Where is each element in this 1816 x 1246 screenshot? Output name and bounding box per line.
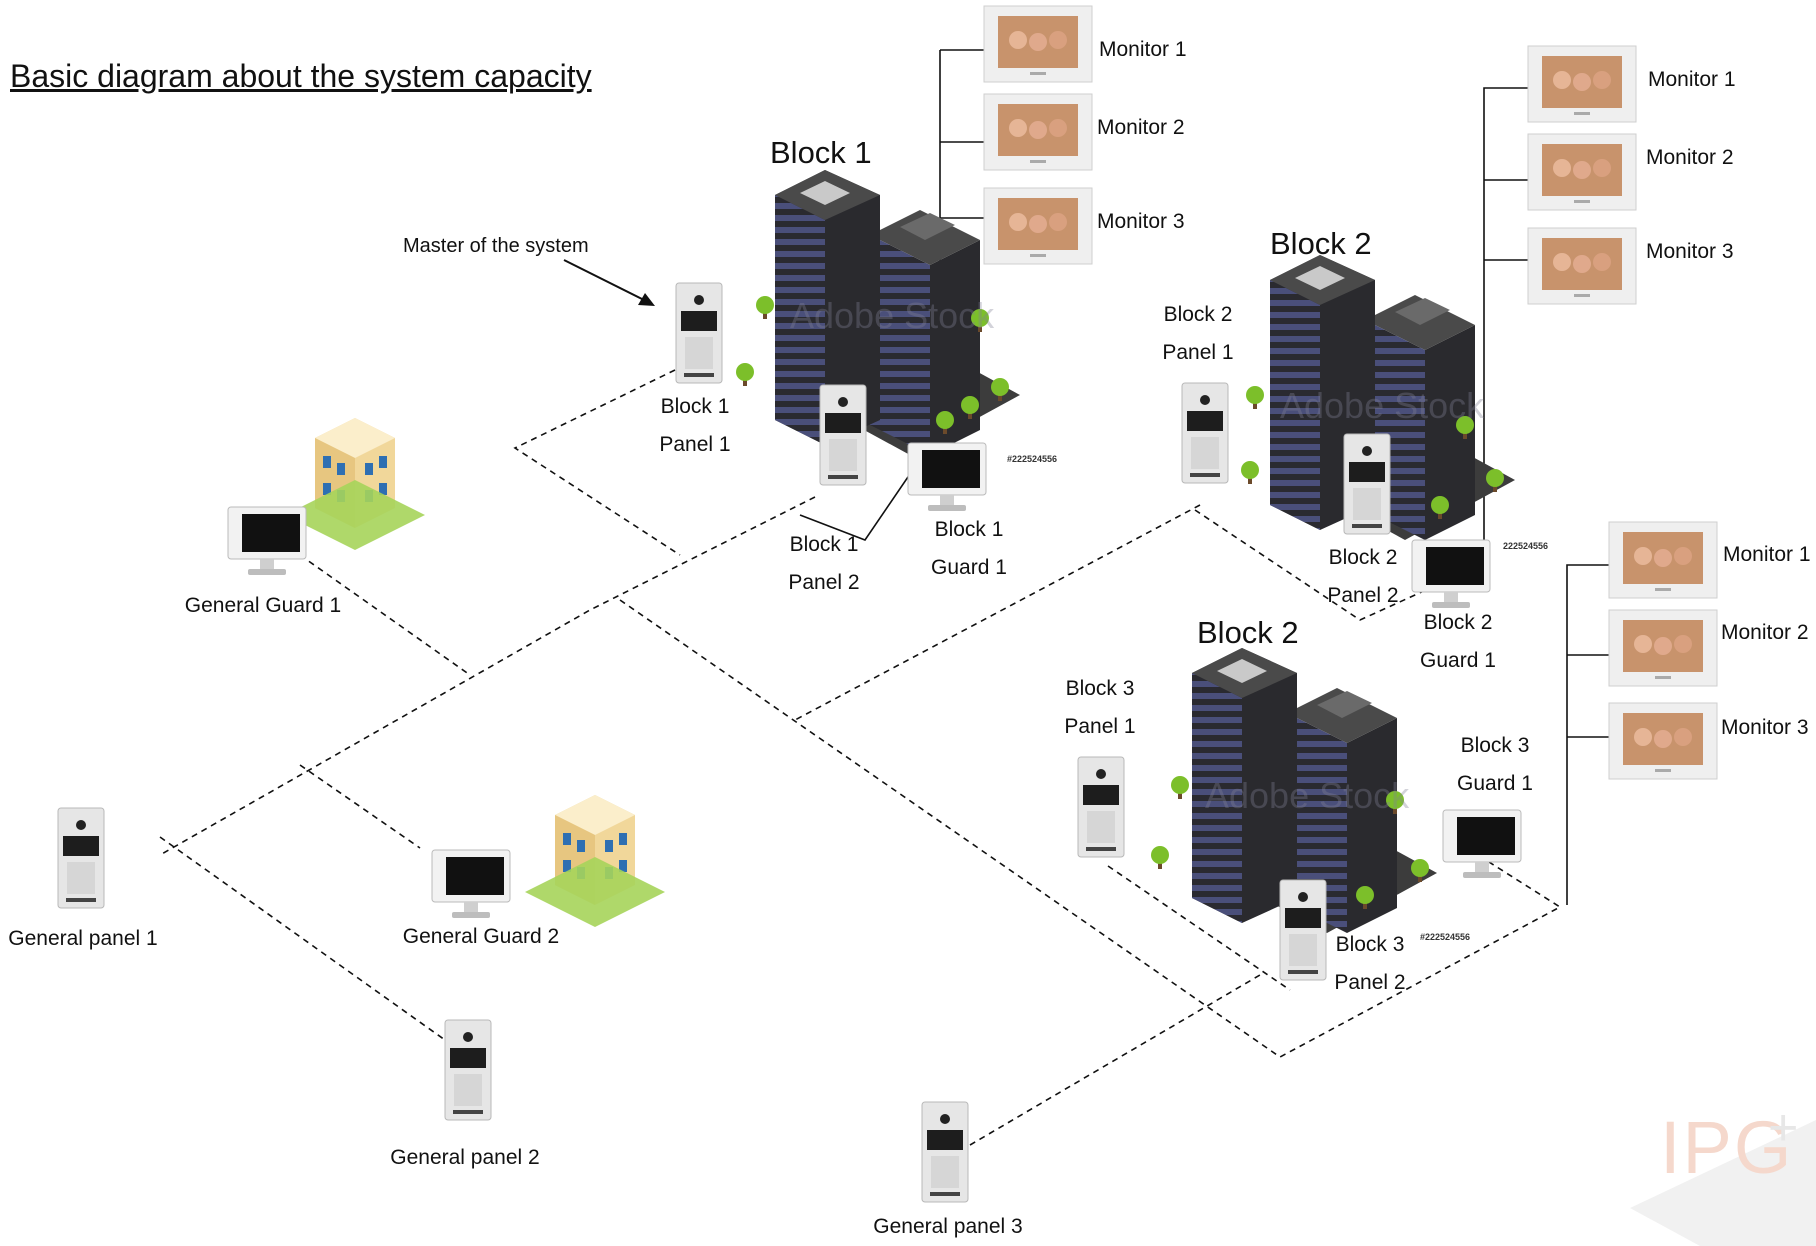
block1-monitor3-icon (983, 187, 1093, 265)
block3-monitor3-icon (1608, 702, 1718, 780)
ipg-logo: IPG (1660, 1106, 1794, 1189)
watermark-2: Adobe Stock (1280, 385, 1485, 426)
label-general-guard1: General Guard 1 (184, 594, 342, 617)
label-general-panel2: General panel 2 (390, 1146, 540, 1169)
block1-monitor3-label: Monitor 3 (1097, 210, 1185, 233)
stock-id-1: #222524556 (1007, 454, 1058, 464)
link-b1p1 (513, 369, 681, 556)
block1-monitor2-label: Monitor 2 (1097, 116, 1185, 139)
block1-guard1-monitor-icon (907, 442, 987, 512)
general-panel3-icon (921, 1101, 969, 1203)
link-b3p1 (1107, 865, 1291, 991)
link-gp1-gp2 (159, 836, 446, 1041)
general-guard-2-house-icon (525, 795, 665, 927)
block1-panel1-icon (675, 282, 723, 384)
master-annotation: Master of the system (403, 235, 589, 257)
stock-id-3: #222524556 (1420, 932, 1471, 942)
diagram-title: Basic diagram about the system capacity (10, 58, 592, 94)
block1-title: Block 1 (770, 135, 872, 170)
label-general-panel1: General panel 1 (8, 927, 158, 950)
block3-monitor1-label: Monitor 1 (1723, 543, 1811, 566)
link-gg2 (299, 764, 421, 849)
link-gp3 (969, 974, 1261, 1146)
block2-guard1-monitor-icon (1411, 539, 1491, 609)
block1-monitor1-icon (983, 5, 1093, 83)
logo-swoosh (1630, 1120, 1816, 1246)
block3-panel2-icon (1279, 879, 1327, 981)
block1-monitor1-label: Monitor 1 (1099, 38, 1187, 61)
block3-panel1-icon (1077, 756, 1125, 858)
watermark-3: Adobe Stock (1205, 775, 1410, 816)
block2-panel1-icon (1181, 382, 1229, 484)
riser-block3 (1566, 564, 1610, 905)
block2-monitor2-icon (1527, 133, 1637, 211)
block3-monitor2-icon (1608, 609, 1718, 687)
block3-monitor3-label: Monitor 3 (1721, 716, 1809, 739)
general-panel1-icon (57, 807, 105, 909)
block2-monitor1-icon (1527, 45, 1637, 123)
link-gg1 (299, 554, 471, 676)
label-general-panel3: General panel 3 (873, 1215, 1023, 1238)
link-main-diag (619, 599, 1562, 1058)
block3-monitor1-icon (1608, 521, 1718, 599)
block2-panel2-icon (1343, 433, 1391, 535)
dashed-connections (159, 369, 1562, 1146)
stock-id-2: 222524556 (1503, 541, 1549, 551)
general-panel2-icon (444, 1019, 492, 1121)
master-arrow (563, 259, 655, 306)
block3-guard1-monitor-icon (1442, 809, 1522, 879)
block1-monitor2-icon (983, 93, 1093, 171)
block1-panel2-icon (819, 384, 867, 486)
watermark-1: Adobe Stock (790, 295, 995, 336)
riser-block2 (1483, 87, 1530, 545)
block2-title: Block 2 (1270, 226, 1372, 261)
general-guard2-monitor-icon (431, 849, 511, 919)
general-guard1-monitor-icon (227, 506, 307, 576)
block2-monitor3-icon (1527, 227, 1637, 305)
block2-monitor2-label: Monitor 2 (1646, 146, 1734, 169)
block3-title: Block 2 (1197, 615, 1299, 650)
ipg-logo-plus: + (1768, 1099, 1799, 1157)
block3-monitor2-label: Monitor 2 (1721, 621, 1809, 644)
label-general-guard2: General Guard 2 (402, 925, 560, 948)
block2-monitor3-label: Monitor 3 (1646, 240, 1734, 263)
block2-monitor1-label: Monitor 1 (1648, 68, 1736, 91)
